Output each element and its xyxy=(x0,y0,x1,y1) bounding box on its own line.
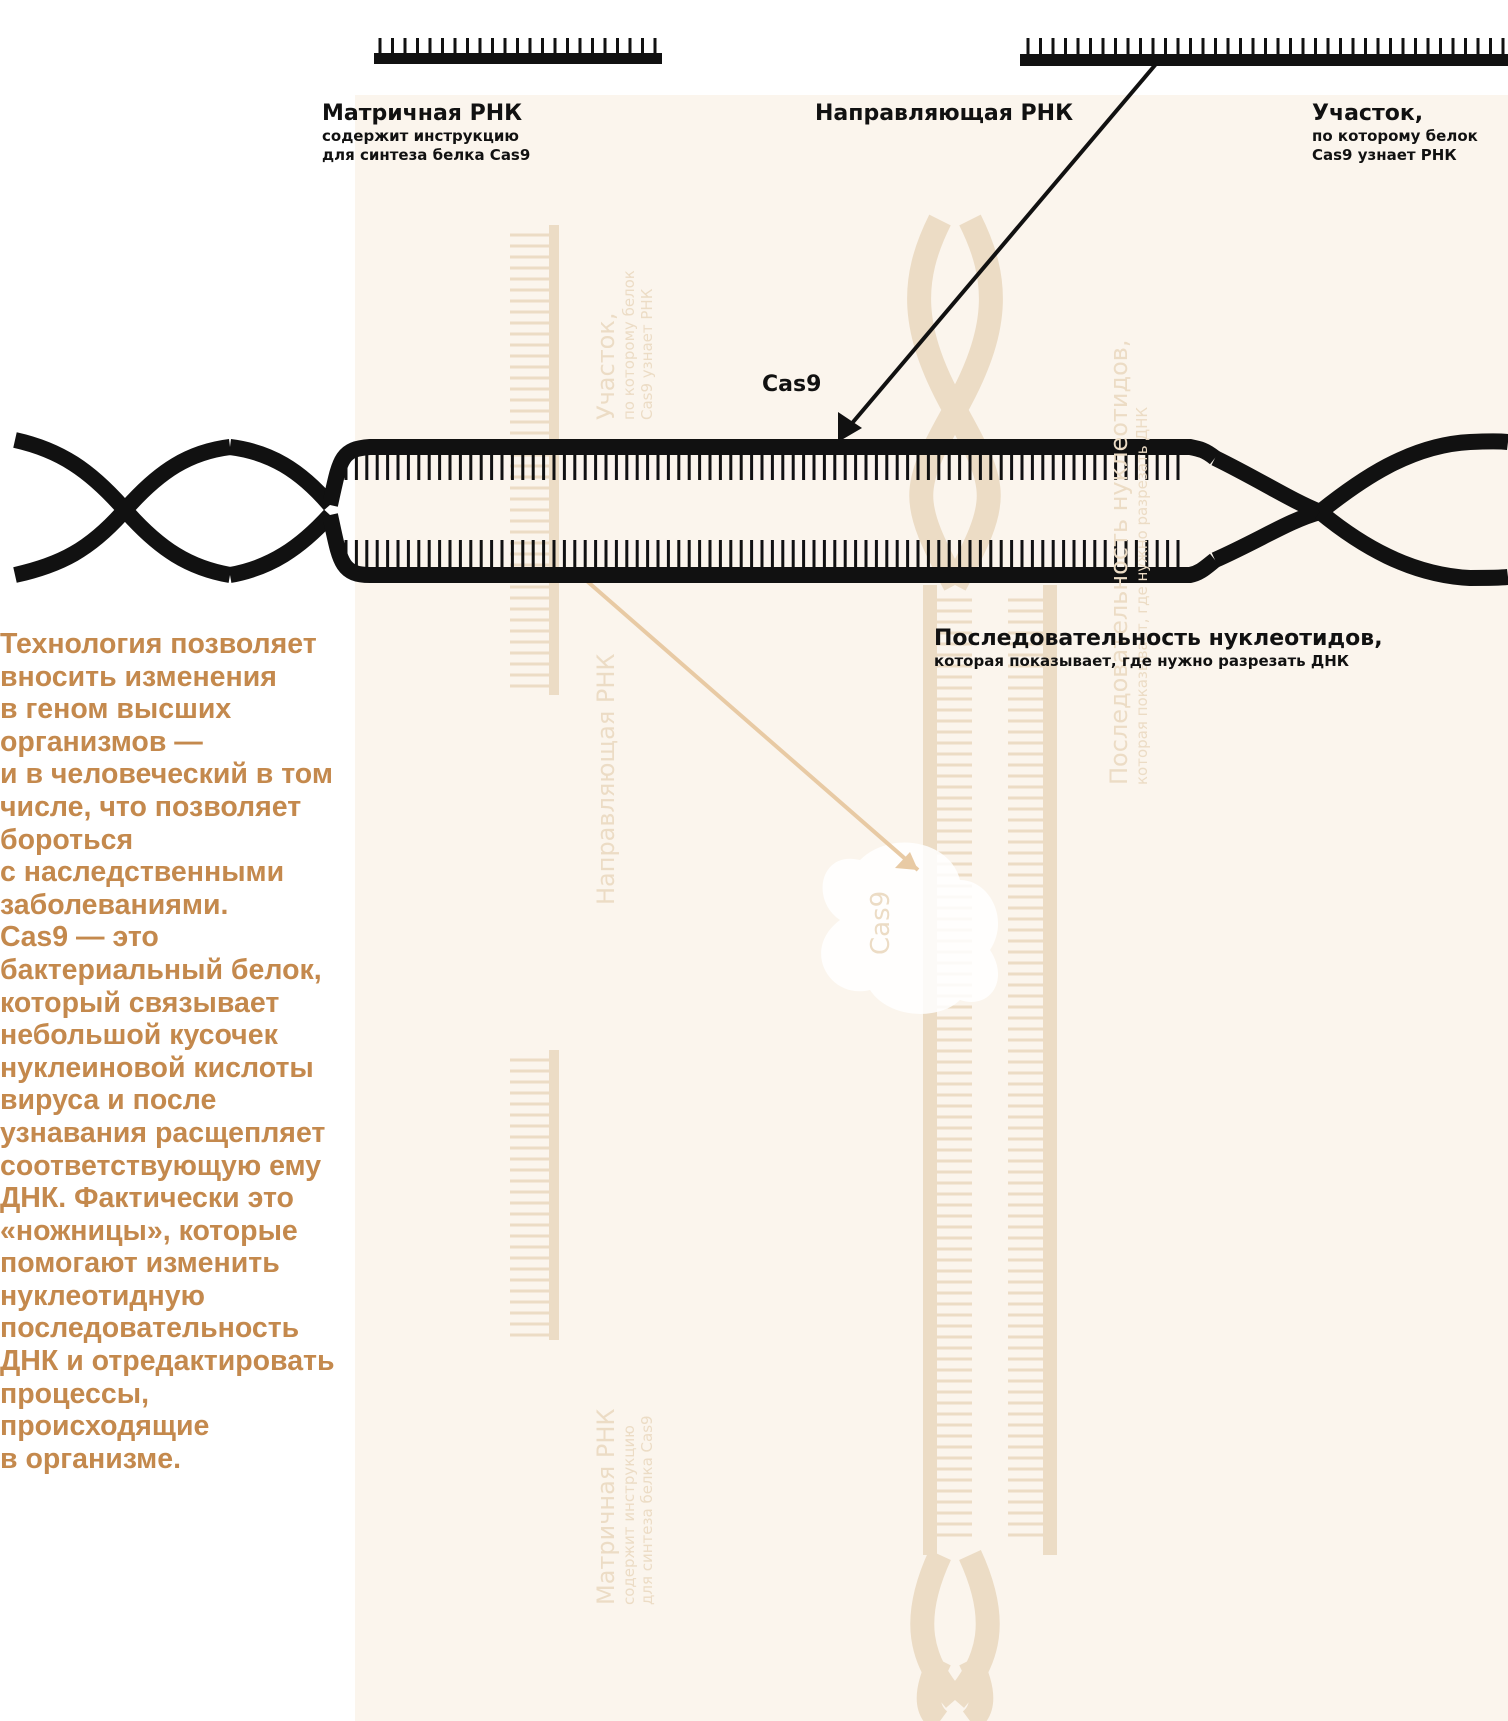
ghost-base-pairs xyxy=(937,600,1043,1535)
description-line: небольшой кусочек xyxy=(0,1019,462,1052)
dna-twist-left-1 xyxy=(15,440,230,575)
ghost-strand-left xyxy=(923,585,937,1555)
description-line: и в человеческий в том xyxy=(0,758,462,791)
dna-base-pairs-bottom xyxy=(346,540,1178,567)
description-line: ДНК. Фактически это xyxy=(0,1182,462,1215)
ghost-arrow xyxy=(580,575,918,870)
ghost-cas9-label: Cas9 xyxy=(866,891,896,955)
description-line: числе, что позволяет xyxy=(0,791,462,824)
dna-base-pairs-top xyxy=(346,455,1178,480)
description-line: Технология позволяет xyxy=(0,628,462,661)
description-line: ДНК и отредактировать xyxy=(0,1345,462,1378)
ghost-strand-right xyxy=(1043,585,1057,1555)
description-line: организмов — xyxy=(0,726,462,759)
description-line: узнавания расщепляет xyxy=(0,1117,462,1150)
ghost-site-label: Участок, по которому белок Cas9 узнает Р… xyxy=(592,270,656,420)
ghost-matrix-rna-label: Матричная РНК содержит инструкцию для си… xyxy=(592,1409,656,1605)
site-label: Участок, по которому белок Cas9 узнает Р… xyxy=(1312,100,1478,165)
description-line: который связывает xyxy=(0,987,462,1020)
description-line: бактериальный белок, xyxy=(0,954,462,987)
description-line: в геном высших xyxy=(0,693,462,726)
description-line: бороться xyxy=(0,824,462,857)
description-line: происходящие xyxy=(0,1410,462,1443)
description-line: соответствующую ему xyxy=(0,1150,462,1183)
description-line: нуклеиновой кислоты xyxy=(0,1052,462,1085)
ghost-helix-strand xyxy=(929,1660,940,1721)
dna-twist-right-2 xyxy=(1320,441,1508,578)
ghost-matrix-rna-ticks xyxy=(510,1060,549,1335)
description-line: в организме. xyxy=(0,1443,462,1476)
matrix-rna-label: Матричная РНК содержит инструкцию для си… xyxy=(322,100,530,165)
cas9-label: Cas9 xyxy=(762,372,821,397)
description-line: «ножницы», которые xyxy=(0,1215,462,1248)
description-line: с наследственными xyxy=(0,856,462,889)
description-line: нуклеотидную xyxy=(0,1280,462,1313)
ghost-guide-rna-label: Направляющая РНК xyxy=(592,654,620,905)
dna-twist-right-1 xyxy=(1215,458,1320,560)
ghost-matrix-rna xyxy=(549,1050,559,1340)
description-line: последовательность xyxy=(0,1312,462,1345)
ghost-sequence-label: Последовательность нуклеотидов, которая … xyxy=(1105,339,1151,785)
dna-twist-left-2 xyxy=(230,447,330,575)
description-line: вируса и после xyxy=(0,1084,462,1117)
description-line: Cas9 — это xyxy=(0,921,462,954)
description-line: процессы, xyxy=(0,1378,462,1411)
ghost-helix-strand xyxy=(970,1660,981,1721)
guide-rna-label: Направляющая РНК xyxy=(815,100,1073,127)
description-line: заболеваниями. xyxy=(0,889,462,922)
description-line: помогают изменить xyxy=(0,1247,462,1280)
sequence-label: Последовательность нуклеотидов, которая … xyxy=(934,625,1383,671)
ink-layer xyxy=(15,38,1508,578)
description-line: вносить изменения xyxy=(0,661,462,694)
